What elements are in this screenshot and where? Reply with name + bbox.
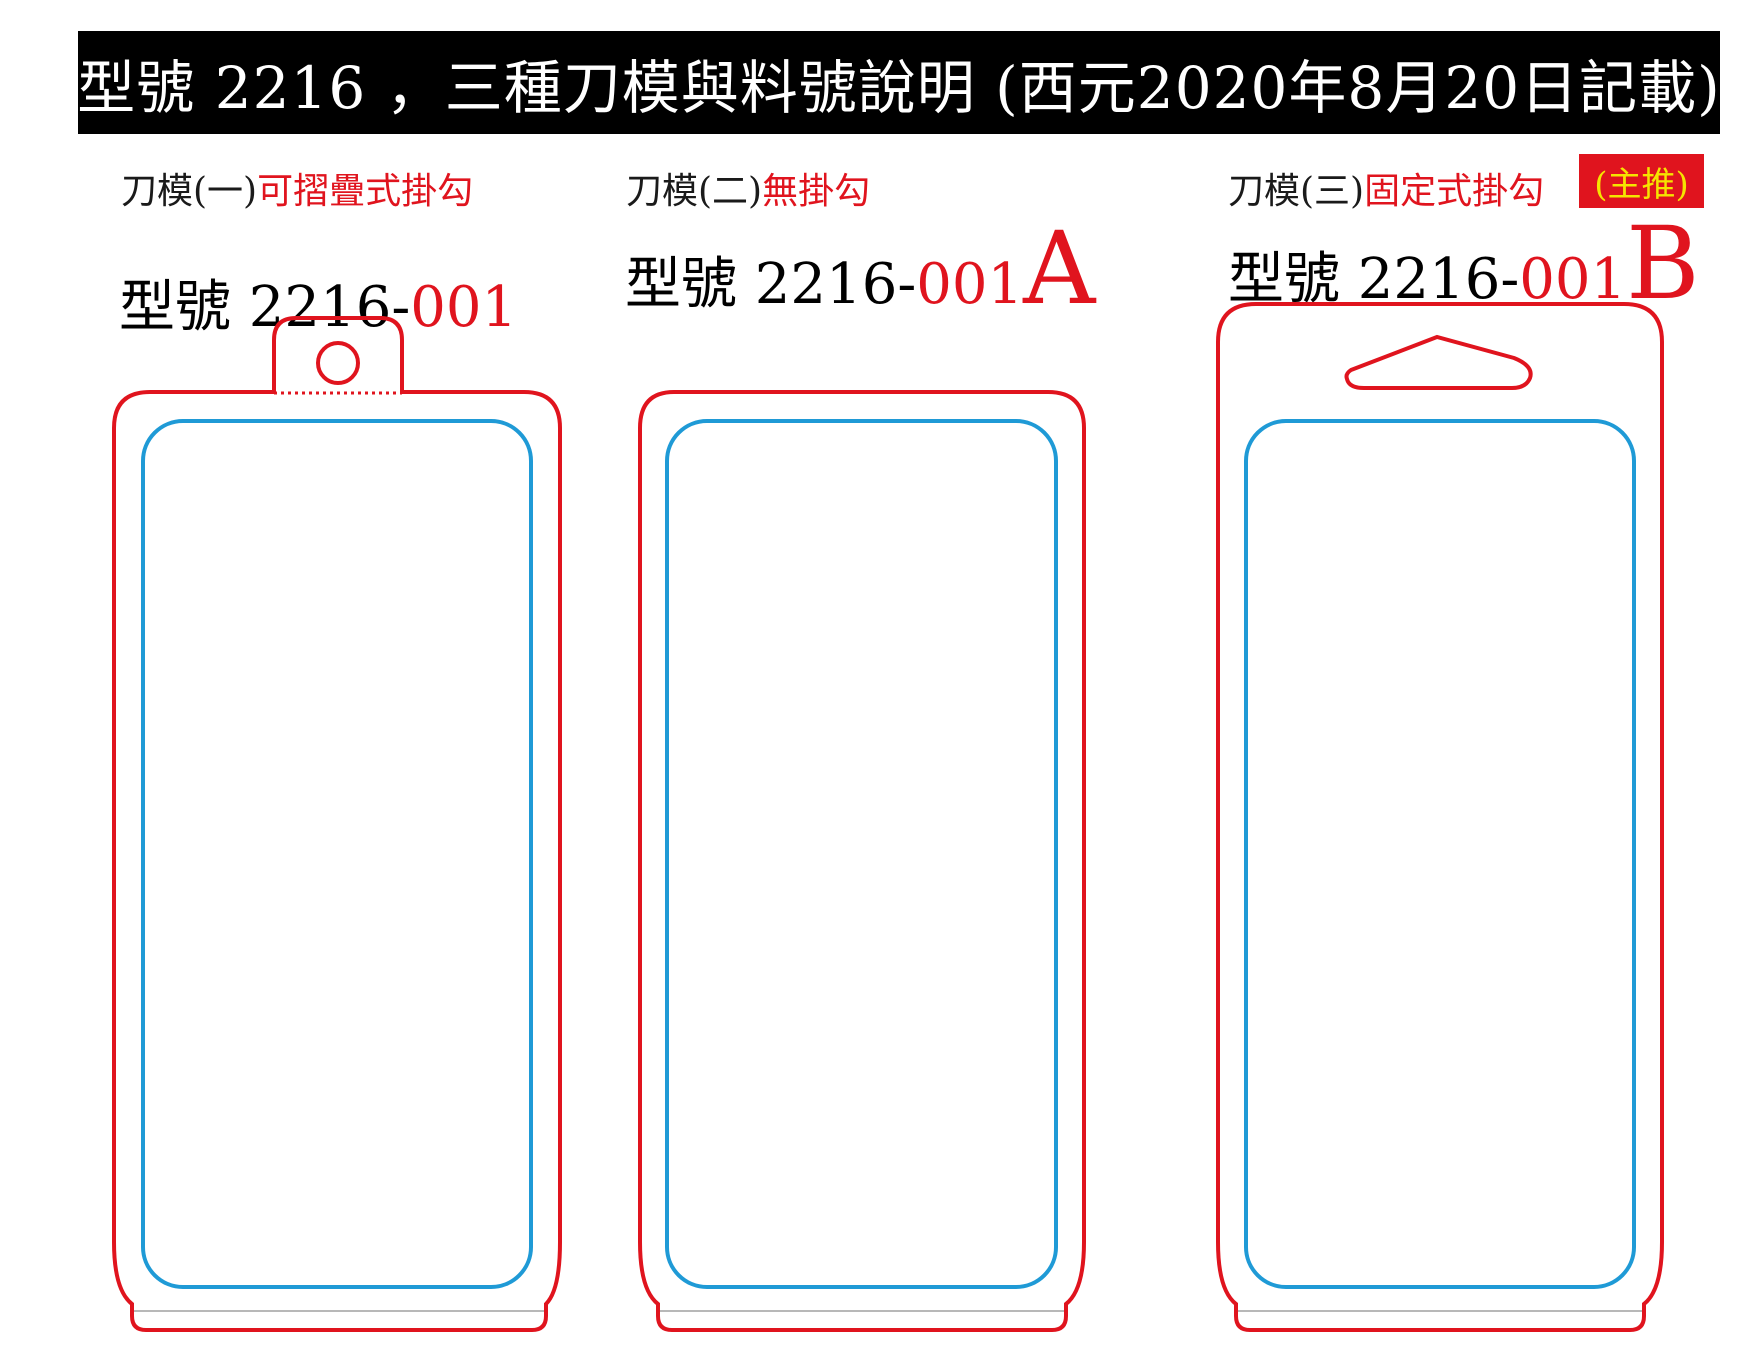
die-1-inner-window (141, 419, 533, 1289)
die-2-label: 刀模(二)無掛勾 (626, 162, 870, 214)
die-2-model-prefix: 型號 2216- (625, 252, 917, 317)
die-1-model-code: 001 (410, 275, 518, 340)
die-2-prefix: 刀模(二) (626, 171, 763, 212)
die-3-outline (1216, 302, 1664, 1332)
die-1-cut-line (112, 316, 562, 1332)
die-3-prefix: 刀模(三) (1228, 171, 1365, 212)
die-3-model-prefix: 型號 2216- (1228, 247, 1520, 312)
die-3-model-number: 型號 2216-001B (1228, 214, 1700, 314)
die-3-inner-window (1244, 419, 1636, 1289)
die-2-model-code: 001 (916, 252, 1024, 317)
die-1-outline (112, 316, 562, 1332)
page-title: 型號 2216 ，三種刀模與料號說明 (西元2020年8月20日記載) (77, 31, 1720, 134)
die-2-type: 無掛勾 (762, 171, 871, 212)
die-2-inner-window (665, 419, 1058, 1289)
die-1-label: 刀模(一)可摺疊式掛勾 (121, 162, 473, 214)
recommended-badge: (主推) (1579, 154, 1704, 208)
die-3-model-code: 001 (1519, 247, 1627, 312)
die-3-model-suffix: B (1626, 205, 1700, 322)
die-2-model-suffix: A (1023, 210, 1096, 327)
die-1-model-prefix: 型號 2216- (119, 275, 411, 340)
die-2-outline (638, 390, 1086, 1332)
die-1-hang-hole (316, 341, 360, 385)
die-3-cut-line (1216, 302, 1664, 1332)
die-3-label: 刀模(三)固定式掛勾 (1228, 162, 1544, 214)
die-2-cut-line (638, 390, 1086, 1332)
die-1-prefix: 刀模(一) (121, 171, 258, 212)
die-3-type: 固定式掛勾 (1364, 171, 1545, 212)
die-1-model-number: 型號 2216-001 (119, 242, 517, 342)
die-2-model-number: 型號 2216-001A (625, 219, 1095, 319)
die-1-type: 可摺疊式掛勾 (257, 171, 474, 212)
die-3-hang-slot (1344, 334, 1533, 390)
